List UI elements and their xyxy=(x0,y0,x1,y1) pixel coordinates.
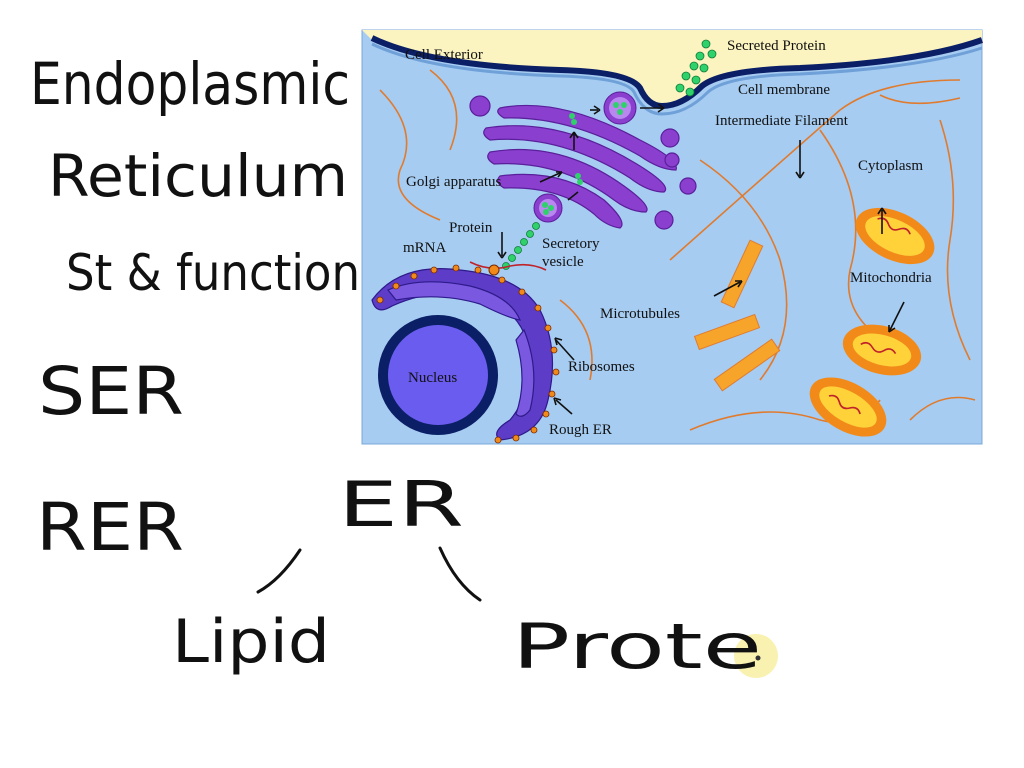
label-mitochondria: Mitochondria xyxy=(850,270,932,286)
note-er: ER xyxy=(338,468,464,541)
label-secretory: Secretory xyxy=(542,236,600,252)
pen-cursor xyxy=(755,655,761,661)
label-ribosomes: Ribosomes xyxy=(568,359,635,375)
protein-chain xyxy=(502,222,540,270)
label-microtubules: Microtubules xyxy=(600,306,680,322)
vesicles xyxy=(533,91,637,223)
handwritten-notes: Endoplasmic Reticulum St & function SER … xyxy=(30,50,778,683)
note-ser: SER xyxy=(38,353,184,430)
note-branch-left xyxy=(256,548,302,594)
label-intermediate-filament: Intermediate Filament xyxy=(715,113,849,129)
ribosome-on-mrna xyxy=(488,264,500,276)
mrna-strand xyxy=(469,261,547,271)
intermediate-filaments xyxy=(379,69,976,431)
secreted-protein-dots xyxy=(675,39,717,97)
label-cytoplasm: Cytoplasm xyxy=(858,158,923,174)
cursor-highlight xyxy=(734,634,778,678)
note-endoplasmic: Endoplasmic xyxy=(30,50,350,118)
cell-exterior-area xyxy=(362,30,982,104)
cell-diagram: Cell Exterior Secreted Protein Cell memb… xyxy=(361,29,984,445)
mitochondria-shapes xyxy=(809,207,935,437)
cell-membrane-inner xyxy=(371,42,983,116)
label-vesicle: vesicle xyxy=(542,254,584,270)
note-lipid: Lipid xyxy=(172,607,330,677)
label-mrna: mRNA xyxy=(403,240,447,256)
note-branch-right xyxy=(438,546,482,602)
note-structure-function: St & function xyxy=(66,244,360,302)
label-golgi-apparatus: Golgi apparatus xyxy=(406,174,502,190)
note-rer: RER xyxy=(36,489,184,566)
rough-er-shapes xyxy=(371,268,554,441)
label-nucleus: Nucleus xyxy=(408,370,457,386)
ribosome-dots xyxy=(376,264,560,444)
label-cell-membrane: Cell membrane xyxy=(738,82,830,98)
note-protein: Prote xyxy=(512,610,762,683)
diagram-arrows xyxy=(497,103,905,415)
label-secreted-protein: Secreted Protein xyxy=(727,38,826,54)
nucleus-shape xyxy=(388,325,488,425)
label-rough-er: Rough ER xyxy=(549,422,612,438)
label-cell-exterior: Cell Exterior xyxy=(405,47,483,63)
note-reticulum: Reticulum xyxy=(48,142,348,210)
microtubules-shapes xyxy=(693,239,781,392)
label-protein: Protein xyxy=(449,220,493,236)
